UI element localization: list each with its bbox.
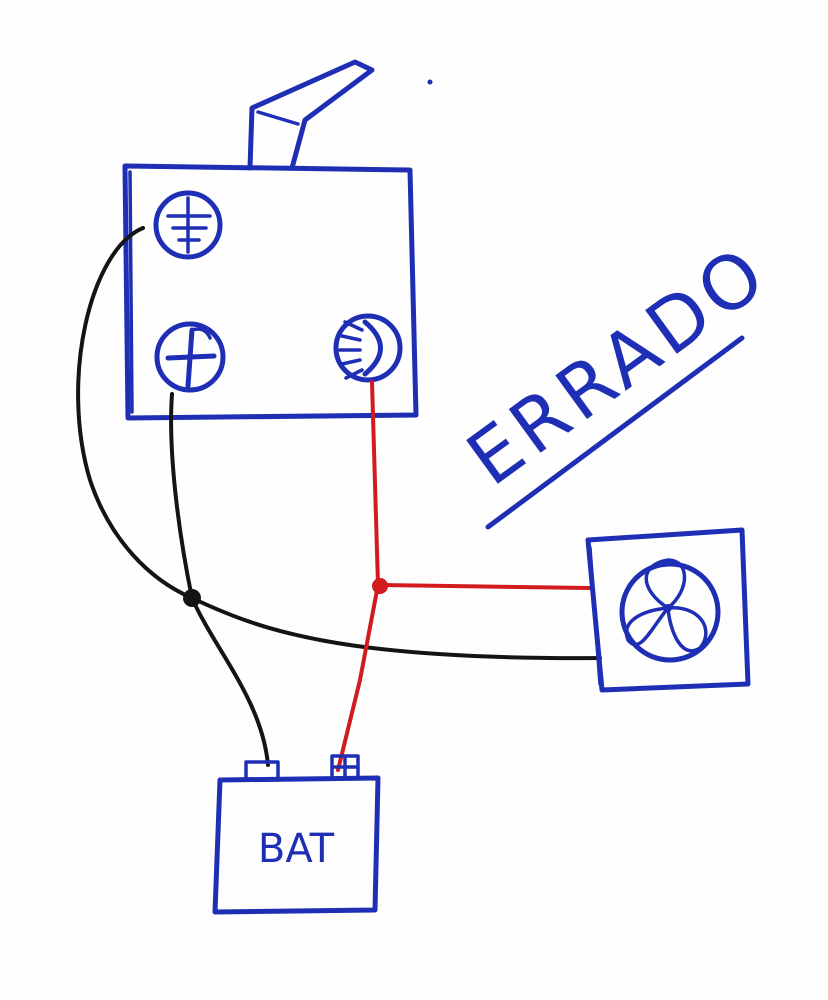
- relay-box: [122, 163, 419, 421]
- switch-lever: [247, 59, 375, 171]
- positive-wires: [336, 380, 592, 772]
- junction-positive: [372, 578, 388, 594]
- ground-terminal-icon: [153, 190, 223, 260]
- fan-icon: [619, 558, 721, 663]
- fan-box: [585, 527, 751, 693]
- junction-negative: [183, 589, 201, 607]
- negative-wires: [76, 226, 602, 767]
- annotation-text: ERRADO: [452, 228, 784, 502]
- battery: BAT: [212, 754, 381, 915]
- lamp-terminal-icon: [333, 313, 403, 383]
- stray-ink-dot: [427, 79, 433, 85]
- annotation: ERRADO: [452, 228, 784, 502]
- battery-label: BAT: [258, 826, 335, 872]
- positive-terminal-icon: [154, 321, 226, 393]
- annotation-underline: [485, 335, 745, 530]
